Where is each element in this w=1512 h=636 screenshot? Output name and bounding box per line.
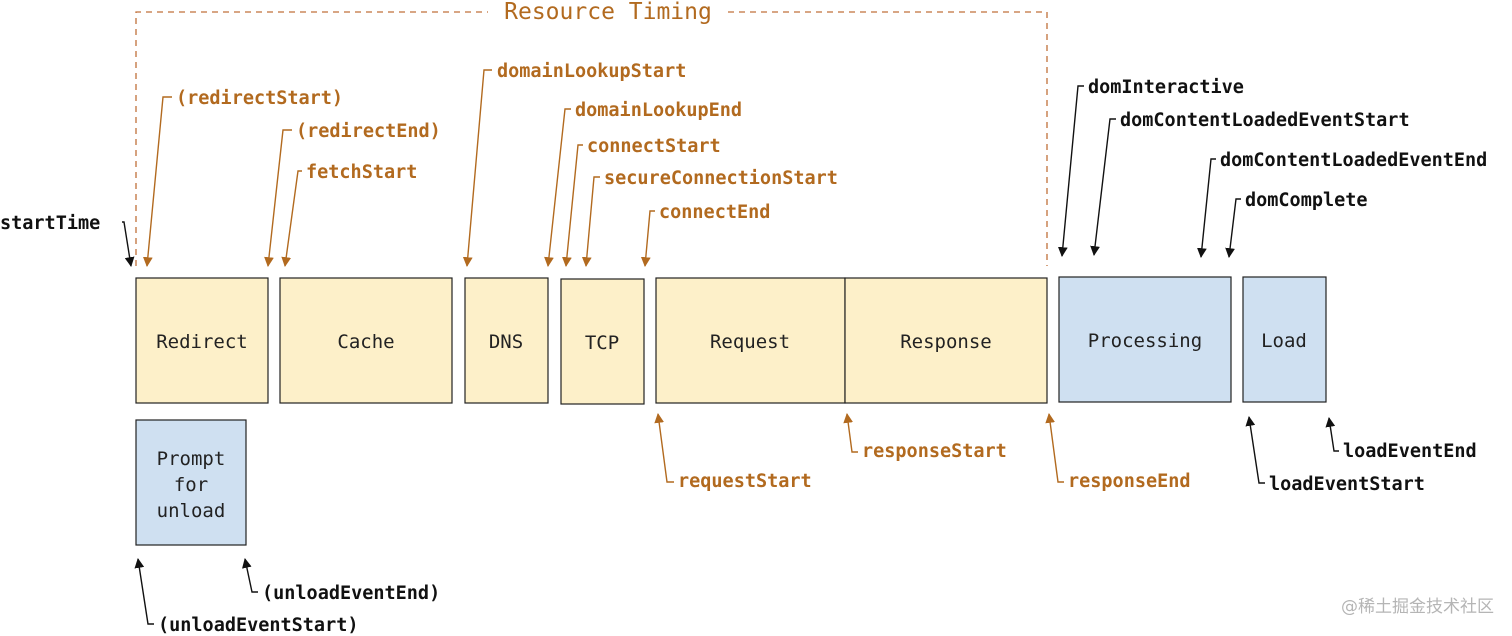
marker-unloadEventStart: (unloadEventStart) — [134, 558, 358, 636]
phase-tcp: TCP — [560, 278, 645, 405]
phase-processing: Processing — [1058, 276, 1232, 403]
marker-responseStart: responseStart — [843, 413, 1007, 462]
marker-unloadEventEnd: (unloadEventEnd) — [242, 558, 440, 604]
phase-cache: Cache — [279, 277, 453, 404]
marker-domComplete: domComplete — [1225, 190, 1368, 258]
unloadEventStart-label: (unloadEventStart) — [158, 615, 358, 636]
marker-domainLookupEnd: domainLookupEnd — [544, 100, 742, 267]
marker-domainLookupStart: domainLookupStart — [462, 61, 686, 267]
redirectEnd-label: (redirectEnd) — [296, 121, 441, 142]
marker-domInteractive: domInteractive — [1057, 77, 1244, 257]
marker-redirectEnd: (redirectEnd) — [264, 121, 441, 267]
phase-response-label: Response — [900, 331, 992, 353]
loadEventEnd-label: loadEventEnd — [1343, 441, 1477, 462]
prompt-line-1: Prompt — [157, 448, 226, 470]
domComplete-label: domComplete — [1245, 190, 1368, 211]
domainLookupStart-label: domainLookupStart — [497, 61, 686, 82]
prompt-line-3: unload — [157, 500, 226, 522]
loadEventStart-label: loadEventStart — [1269, 474, 1425, 495]
domContentLoadedEventStart-label: domContentLoadedEventStart — [1120, 110, 1410, 131]
marker-fetchStart: fetchStart — [281, 162, 417, 267]
resource-timing-frame: Resource Timing — [135, 0, 1048, 266]
domainLookupEnd-label: domainLookupEnd — [575, 100, 742, 121]
phase-dns: DNS — [464, 277, 549, 404]
watermark-text: @稀土掘金技术社区 — [1341, 597, 1494, 617]
domInteractive-label: domInteractive — [1088, 77, 1244, 98]
connectEnd-label: connectEnd — [659, 202, 770, 223]
phase-response: Response — [844, 277, 1048, 404]
marker-connectStart: connectStart — [561, 136, 721, 267]
fetchStart-label: fetchStart — [306, 162, 417, 183]
marker-secureConnectionStart: secureConnectionStart — [581, 168, 838, 267]
marker-responseEnd: responseEnd — [1045, 413, 1191, 492]
phase-cache-label: Cache — [337, 331, 394, 353]
marker-connectEnd: connectEnd — [640, 202, 770, 267]
marker-domContentLoadedEventEnd: domContentLoadedEventEnd — [1197, 150, 1487, 258]
phase-load-label: Load — [1261, 330, 1307, 352]
connectStart-label: connectStart — [587, 136, 721, 157]
phase-load: Load — [1242, 276, 1327, 403]
phase-request-label: Request — [710, 331, 790, 353]
unloadEventEnd-label: (unloadEventEnd) — [262, 583, 440, 604]
phase-tcp-label: TCP — [585, 332, 619, 354]
marker-loadEventEnd: loadEventEnd — [1325, 417, 1477, 462]
startTime-label: startTime — [0, 213, 100, 234]
marker-requestStart: requestStart — [654, 413, 812, 492]
prompt-line-2: for — [174, 474, 208, 496]
phase-prompt-for-unload: Prompt for unload — [135, 419, 247, 546]
resource-timing-title: Resource Timing — [504, 0, 712, 25]
marker-domContentLoadedEventStart: domContentLoadedEventStart — [1090, 110, 1410, 256]
phase-redirect-label: Redirect — [156, 331, 248, 353]
domContentLoadedEventEnd-label: domContentLoadedEventEnd — [1220, 150, 1487, 171]
marker-redirectStart: (redirectStart) — [142, 88, 343, 267]
redirectStart-label: (redirectStart) — [176, 88, 343, 109]
secureConnectionStart-label: secureConnectionStart — [604, 168, 838, 189]
phase-dns-label: DNS — [489, 331, 523, 353]
marker-startTime: startTime — [0, 213, 135, 267]
responseEnd-label: responseEnd — [1068, 471, 1191, 492]
phase-request: Request — [655, 277, 846, 404]
phase-redirect: Redirect — [135, 277, 269, 404]
marker-loadEventStart: loadEventStart — [1245, 416, 1425, 495]
phase-processing-label: Processing — [1088, 330, 1202, 352]
requestStart-label: requestStart — [678, 471, 812, 492]
responseStart-label: responseStart — [862, 441, 1007, 462]
